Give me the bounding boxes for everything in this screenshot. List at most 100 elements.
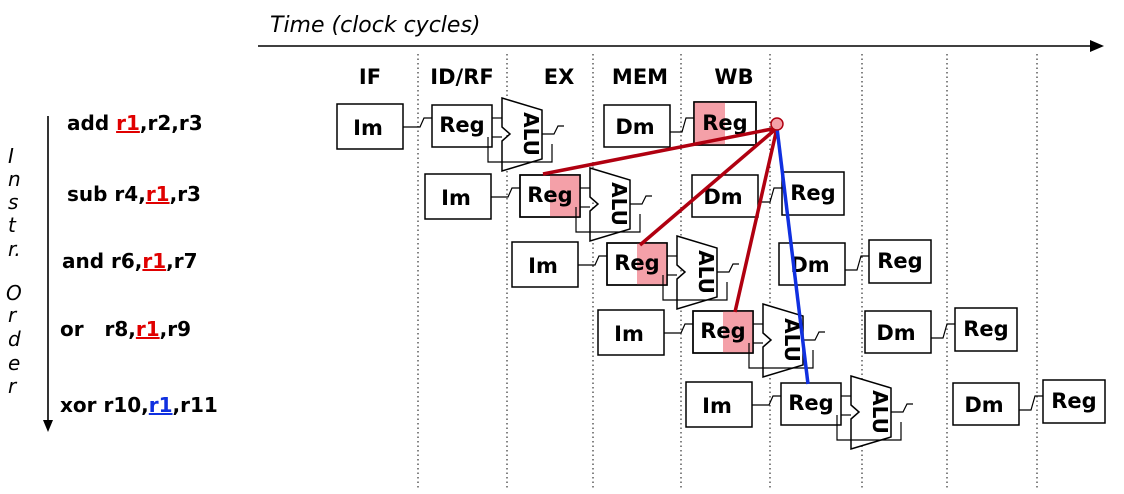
instruction-memory-box [511, 241, 579, 288]
instruction-text: ,r9 [160, 317, 191, 341]
alu-shape [589, 166, 631, 243]
register-writeback-label: Reg [702, 111, 747, 135]
stage-header-id-rf: ID/RF [430, 65, 493, 89]
order-letter: r. [8, 237, 21, 261]
data-memory-box [691, 174, 759, 218]
data-memory-label: Dm [964, 393, 1003, 417]
instruction-and: and r6,r1,r7 [62, 249, 198, 273]
pipeline-wire [403, 117, 432, 128]
bypass-wire [748, 343, 814, 369]
order-letter: r [8, 374, 18, 398]
instruction-xor: xor r10,r1,r11 [60, 393, 218, 417]
data-memory-box [603, 104, 671, 148]
register-writeback-box [1042, 379, 1106, 424]
instruction-sub: sub r4,r1,r3 [67, 182, 201, 206]
stage-headers: IF ID/RF EX MEM WB [359, 65, 754, 89]
instruction-text: xor r10, [60, 393, 149, 417]
register-file-label: Reg [527, 183, 572, 207]
instruction-memory-box [685, 381, 753, 428]
instruction-memory-label: Im [528, 254, 558, 278]
instruction-list: add r1,r2,r3 sub r4,r1,r3 and r6,r1,r7 o… [60, 111, 218, 417]
register-r1-highlight: r1 [116, 111, 140, 135]
register-writeback-box [781, 171, 845, 216]
register-writeback-label: Reg [790, 181, 835, 205]
order-letter: n [8, 167, 21, 191]
instruction-text: ,r2,r3 [140, 111, 203, 135]
bypass-wire [575, 207, 641, 233]
pipeline-wire [491, 187, 520, 198]
instruction-order-label: I n s t r. O r d e r [6, 116, 53, 432]
register-file-box [780, 382, 842, 426]
register-read-highlight [637, 243, 667, 285]
instruction-text: ,r11 [173, 393, 218, 417]
pipeline-wire [891, 403, 913, 413]
hazard-line-and [638, 126, 779, 247]
instruction-memory-label: Im [441, 186, 471, 210]
pipeline-wire [693, 101, 757, 146]
instruction-text: ,r7 [166, 249, 197, 273]
register-file-label: Reg [439, 113, 484, 137]
data-memory-box [864, 310, 932, 354]
bypass-wire [662, 275, 728, 301]
bypass-wire [487, 137, 553, 163]
register-read-highlight [723, 311, 753, 353]
instruction-memory-box [597, 309, 665, 356]
instruction-text: add [67, 111, 116, 135]
alu-shape [762, 302, 804, 379]
instruction-text: and r6, [62, 249, 142, 273]
alu-label: ALU [607, 182, 631, 226]
instruction-order-arrowhead [43, 420, 53, 432]
instruction-text: ,r3 [170, 182, 201, 206]
time-axis-arrowhead [1090, 40, 1104, 52]
register-file-label: Reg [700, 319, 745, 343]
instruction-memory-label: Im [614, 322, 644, 346]
alu-label: ALU [519, 112, 543, 156]
alu-shape [501, 96, 543, 173]
data-memory-label: Dm [876, 321, 915, 345]
forward-line-xor [775, 127, 810, 385]
dependency-lines [542, 117, 810, 385]
register-file-box [431, 104, 493, 148]
time-axis-label: Time (clock cycles) [270, 13, 481, 38]
register-writeback-label: Reg [877, 249, 922, 273]
hazard-line-sub [542, 126, 778, 176]
order-letter: I [8, 144, 14, 168]
pipeline-wire [670, 117, 694, 133]
pipeline-wire [542, 125, 564, 135]
pipeline-wire [803, 331, 825, 341]
data-memory-box [952, 382, 1020, 426]
pipeline-wire [931, 323, 955, 339]
pipeline-wire [758, 187, 782, 203]
alu-label: ALU [694, 250, 718, 294]
stage-header-mem: MEM [612, 65, 668, 89]
register-writeback-label: Reg [1051, 389, 1096, 413]
register-r1-highlight: r1 [142, 249, 166, 273]
register-writeback-box [954, 307, 1018, 352]
instruction-text: or r8, [60, 317, 136, 341]
pipeline-wire [630, 195, 652, 205]
pipeline-wire [752, 395, 781, 406]
order-letter: t [8, 213, 17, 237]
register-r1-forwarded: r1 [149, 393, 173, 417]
hazard-line-or [733, 127, 779, 313]
register-r1-highlight: r1 [146, 182, 170, 206]
bypass-wire [836, 415, 902, 441]
order-letter: O [6, 281, 22, 305]
pipeline-wire [578, 255, 607, 266]
pipeline-wire [606, 242, 668, 286]
stage-header-ex: EX [544, 65, 575, 89]
pipeline-wire [845, 255, 869, 271]
pipeline-wire [717, 263, 739, 273]
instruction-memory-label: Im [702, 394, 732, 418]
stage-header-wb: WB [714, 65, 753, 89]
alu-shape [676, 234, 718, 311]
register-writeback-box [868, 239, 932, 284]
pipeline-wire [664, 323, 693, 334]
order-letter: d [8, 327, 21, 351]
alu-shape [850, 374, 892, 451]
